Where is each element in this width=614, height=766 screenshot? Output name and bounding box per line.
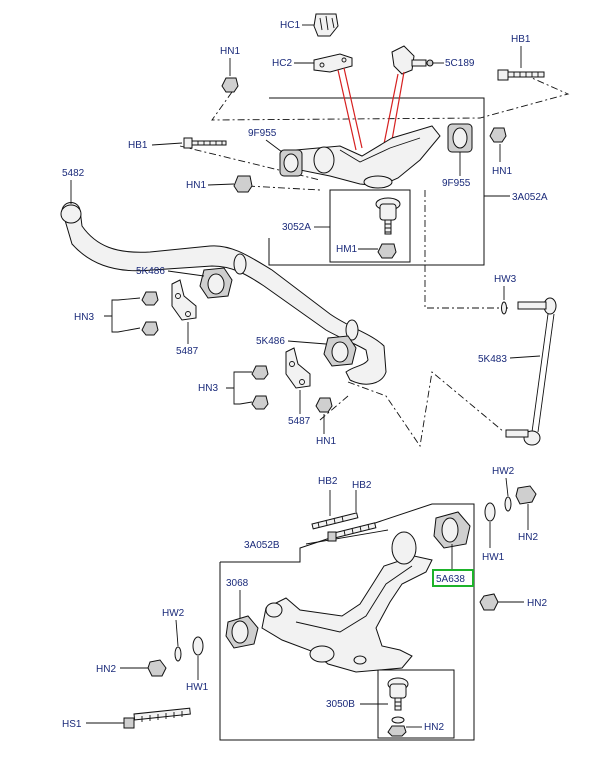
label-hw3: HW3 <box>494 274 517 285</box>
ball-joint-3050a <box>375 197 401 235</box>
bolt-hb1-left <box>183 137 227 149</box>
label-hn1-left: HN1 <box>186 180 206 191</box>
label-3a052b: 3A052B <box>244 540 280 551</box>
bolt-hb2-b <box>327 522 377 542</box>
label-hn3-upper: HN3 <box>74 312 94 323</box>
upper-arm-assembly-box <box>268 97 485 266</box>
label-hw2-right: HW2 <box>492 466 515 477</box>
nut-hn2-left <box>147 659 167 677</box>
lower-control-arm <box>261 555 433 673</box>
label-hn1-top: HN1 <box>220 46 240 57</box>
nut-hn2-right-a <box>515 485 537 505</box>
nut-hn1-right <box>489 127 507 143</box>
label-3068: 3068 <box>226 578 249 589</box>
bushing-3068 <box>225 615 259 649</box>
label-hn3-lower: HN3 <box>198 383 218 394</box>
stabilizer-bar-5482 <box>61 202 387 385</box>
label-hb2-a: HB2 <box>318 476 338 487</box>
label-5482: 5482 <box>62 168 85 179</box>
label-hn1-right: HN1 <box>492 166 512 177</box>
ball-joint-box-upper <box>329 189 411 263</box>
label-3050a: 3052A <box>282 222 311 233</box>
nut-hn1-bar <box>315 397 333 413</box>
nut-hm1 <box>377 243 397 259</box>
label-5c189: 5C189 <box>445 58 475 69</box>
label-hw1-left: HW1 <box>186 682 209 693</box>
bolt-hb2-a <box>311 512 359 530</box>
label-hm1: HM1 <box>336 244 358 255</box>
label-hn2-right-a: HN2 <box>518 532 538 543</box>
label-5k483: 5K483 <box>478 354 507 365</box>
label-hn1-bar: HN1 <box>316 436 336 447</box>
label-3050b: 3050B <box>326 699 355 710</box>
sensor-5c189-part <box>391 45 415 75</box>
bushing-5k486-lower <box>323 335 357 367</box>
washer-hw1-left <box>192 636 204 656</box>
label-hc1: HC1 <box>280 20 300 31</box>
label-5a638: 5A638 <box>436 574 465 585</box>
label-hn2-right-b: HN2 <box>527 598 547 609</box>
nut-hn1-top <box>221 77 239 93</box>
nut-hn2-right-b <box>479 593 499 611</box>
label-9f955-left: 9F955 <box>248 128 277 139</box>
label-hc2: HC2 <box>272 58 292 69</box>
nut-hn1-left <box>233 175 253 193</box>
clamp-5487-upper <box>171 279 197 321</box>
bushing-5k486-upper <box>199 267 233 299</box>
label-5k486-lower: 5K486 <box>256 336 285 347</box>
drop-link-5k483 <box>505 297 557 446</box>
label-hb1-top: HB1 <box>511 34 531 45</box>
washer-hw3 <box>501 301 507 315</box>
washer-hw2-left <box>174 646 182 662</box>
nut-hn2-ball-joint <box>387 725 407 737</box>
nut-hn3-c <box>251 365 269 380</box>
label-hn2-left: HN2 <box>96 664 116 675</box>
bolt-hs1 <box>123 707 191 729</box>
bushing-9f955-left-outer <box>313 146 335 174</box>
label-hw1-right: HW1 <box>482 552 505 563</box>
label-5k486-upper: 5K486 <box>136 266 165 277</box>
bolt-hb1-right <box>497 69 545 81</box>
washer-3050b <box>391 716 405 724</box>
label-hb2-b: HB2 <box>352 480 372 491</box>
label-hw2-left: HW2 <box>162 608 185 619</box>
label-hs1: HS1 <box>62 719 82 730</box>
bushing-5a638 <box>391 511 471 565</box>
label-3a052a: 3A052A <box>512 192 548 203</box>
clamp-5487-lower <box>285 347 311 389</box>
nut-hn3-b <box>141 321 159 336</box>
ball-joint-3050b <box>387 677 409 711</box>
bracket-hc2-part <box>313 53 353 73</box>
label-hb1-left: HB1 <box>128 140 148 151</box>
washer-hw2-right <box>504 496 512 512</box>
label-9f955-right: 9F955 <box>442 178 471 189</box>
label-5487-lower: 5487 <box>288 416 311 427</box>
washer-hw1-right <box>484 502 496 522</box>
label-hn2-ball-joint: HN2 <box>424 722 444 733</box>
nut-hn3-d <box>251 395 269 410</box>
label-5487-upper: 5487 <box>176 346 199 357</box>
highlight-box-5a638 <box>432 569 474 587</box>
upper-control-arm <box>295 125 441 187</box>
nut-hn3-a <box>141 291 159 306</box>
